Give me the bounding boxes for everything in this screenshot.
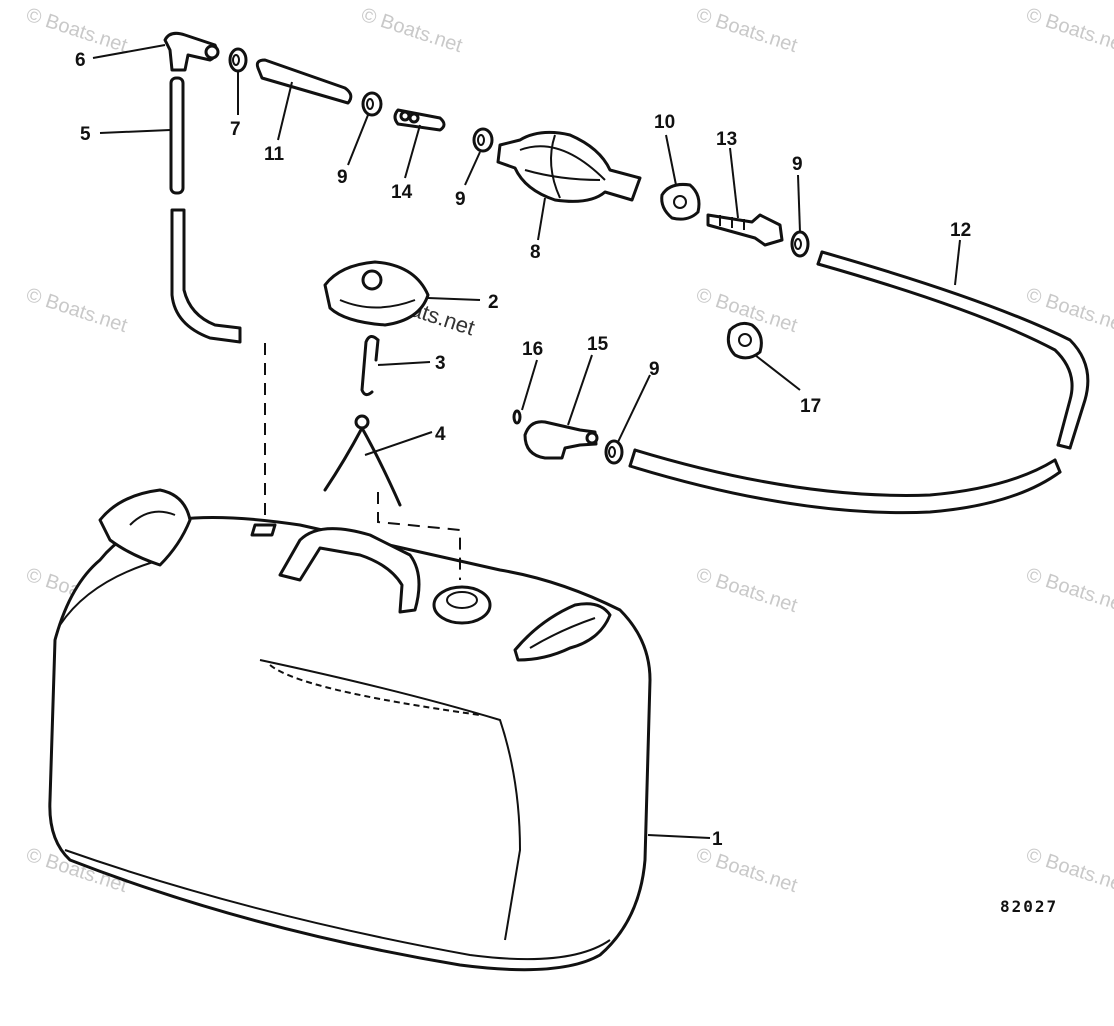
part-9-clamp-c <box>790 230 810 258</box>
watermark: © Boats.net <box>693 4 800 57</box>
callout-11: 11 <box>264 144 285 165</box>
callout-12: 12 <box>950 220 971 241</box>
drawing-number: 82027 <box>1000 897 1058 916</box>
part-6-elbow-fitting <box>163 31 220 72</box>
watermark: © Boats.net <box>1023 844 1114 897</box>
watermark: © Boats.net <box>23 284 130 337</box>
watermark: © Boats.net <box>693 564 800 617</box>
part-14-connector <box>393 108 446 132</box>
callout-9c: 9 <box>792 154 803 175</box>
callout-13: 13 <box>716 129 737 150</box>
part-1-fuel-tank <box>48 488 652 972</box>
callout-5: 5 <box>80 124 91 145</box>
callout-4: 4 <box>435 424 446 445</box>
watermark: © Boats.net <box>1023 4 1114 57</box>
callout-14: 14 <box>391 182 413 203</box>
part-10-cap <box>660 183 701 221</box>
part-12-fuel-hose <box>628 250 1090 515</box>
assembly-guides <box>264 343 461 580</box>
callout-3: 3 <box>435 353 446 374</box>
leader-lines <box>92 44 961 839</box>
part-7-clamp <box>228 47 248 73</box>
callout-8: 8 <box>530 242 541 263</box>
callout-9a: 9 <box>337 167 348 188</box>
part-9-clamp-a <box>361 91 383 117</box>
watermark: © Boats.net <box>358 4 465 57</box>
part-17-connector-clip <box>726 321 763 360</box>
part-9-clamp-b <box>472 127 494 153</box>
part-16-o-ring <box>512 409 522 425</box>
part-11-hose <box>255 58 353 105</box>
callout-1: 1 <box>712 829 723 850</box>
part-2-filler-cap <box>323 260 430 327</box>
part-9-clamp-d <box>604 439 624 465</box>
callout-16: 16 <box>522 339 543 360</box>
part-15-connector <box>523 420 599 460</box>
callout-9b: 9 <box>455 189 466 210</box>
part-13-fitting <box>706 213 784 247</box>
callout-2: 2 <box>488 292 499 313</box>
part-5-pickup-tube <box>169 76 242 344</box>
callout-15: 15 <box>587 334 609 355</box>
callout-7: 7 <box>230 119 241 140</box>
callout-17: 17 <box>800 396 821 417</box>
part-3-retainer <box>360 335 380 397</box>
part-8-primer-bulb <box>496 130 642 203</box>
callout-9d: 9 <box>649 359 660 380</box>
callouts: 1 2 3 4 5 6 7 8 9 9 9 9 10 11 12 13 14 1… <box>75 50 971 850</box>
watermark: © Boats.net <box>1023 284 1114 337</box>
part-4-chain <box>323 414 402 507</box>
callout-10: 10 <box>654 112 675 133</box>
watermark: © Boats.net <box>693 844 800 897</box>
callout-6: 6 <box>75 50 86 71</box>
watermark: © Boats.net <box>1023 564 1114 617</box>
